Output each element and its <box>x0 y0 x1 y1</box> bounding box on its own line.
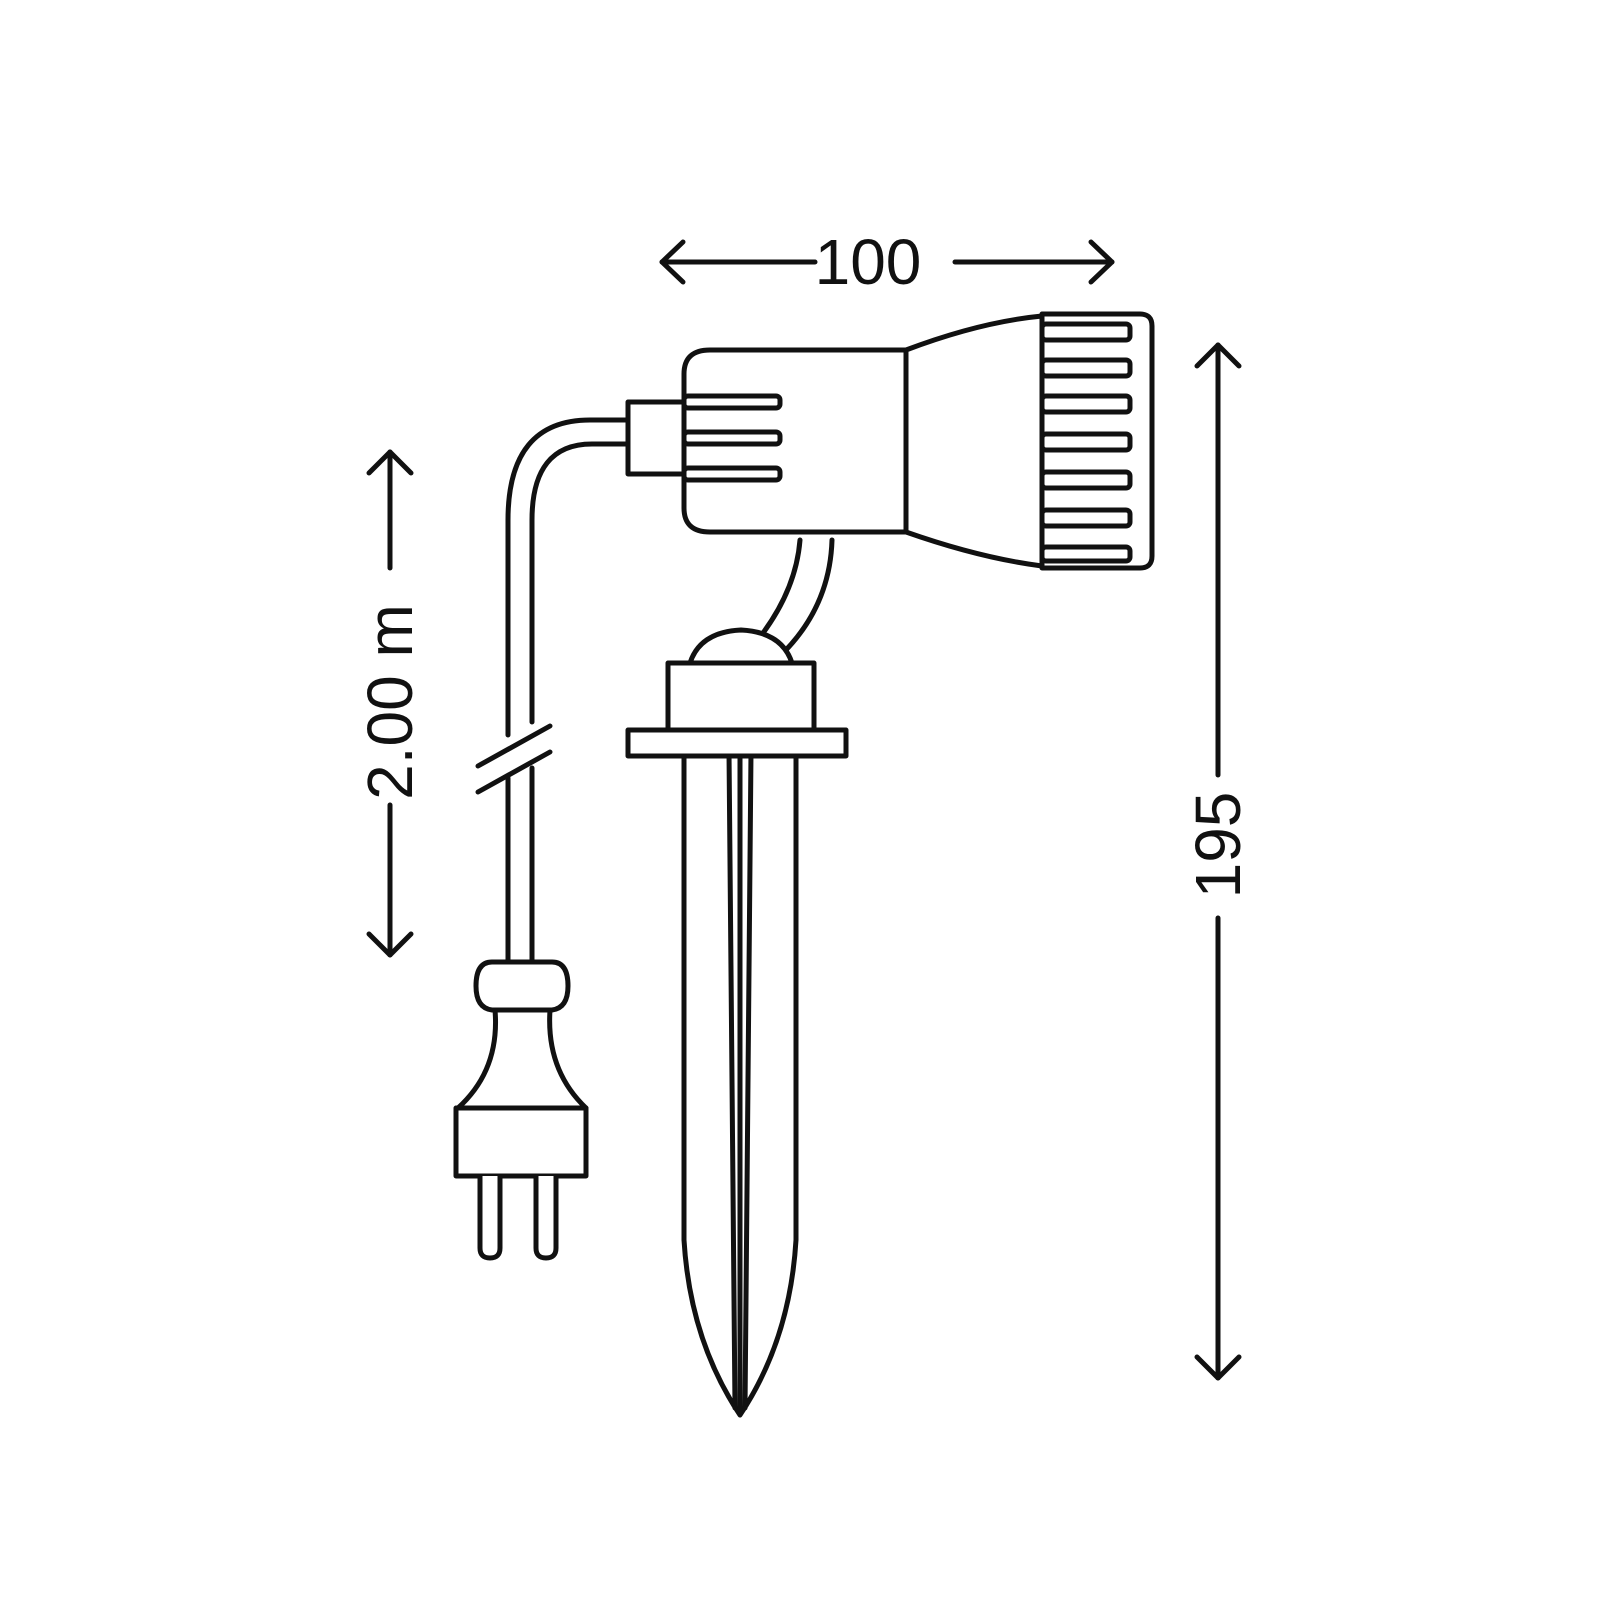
cable-length-dimension: 2.00 m <box>354 449 426 958</box>
width-dimension: 100 <box>659 226 1115 298</box>
lamp-housing <box>625 347 909 535</box>
housing-slot <box>681 393 783 411</box>
mount-dome <box>687 627 795 666</box>
housing-slot <box>681 429 783 447</box>
cable-break-mark <box>475 749 553 795</box>
height-dimension-label: 195 <box>1182 792 1254 899</box>
lamp-head <box>903 311 1155 571</box>
mount-block <box>665 660 817 733</box>
cable-length-label: 2.00 m <box>354 604 426 800</box>
plug-pin <box>477 1176 503 1261</box>
ground-spike <box>681 749 799 1418</box>
width-dimension-label: 100 <box>815 226 922 298</box>
housing-slot <box>681 465 783 483</box>
power-plug <box>453 959 589 1261</box>
height-dimension: 195 <box>1182 342 1254 1381</box>
cooling-fins <box>1039 321 1133 564</box>
plug-pin <box>533 1176 559 1261</box>
mount-base-plate <box>625 727 849 759</box>
cable-break-mark <box>475 723 553 769</box>
cable-gland <box>625 399 687 477</box>
swivel-arm <box>757 537 835 655</box>
power-cable <box>475 417 631 968</box>
